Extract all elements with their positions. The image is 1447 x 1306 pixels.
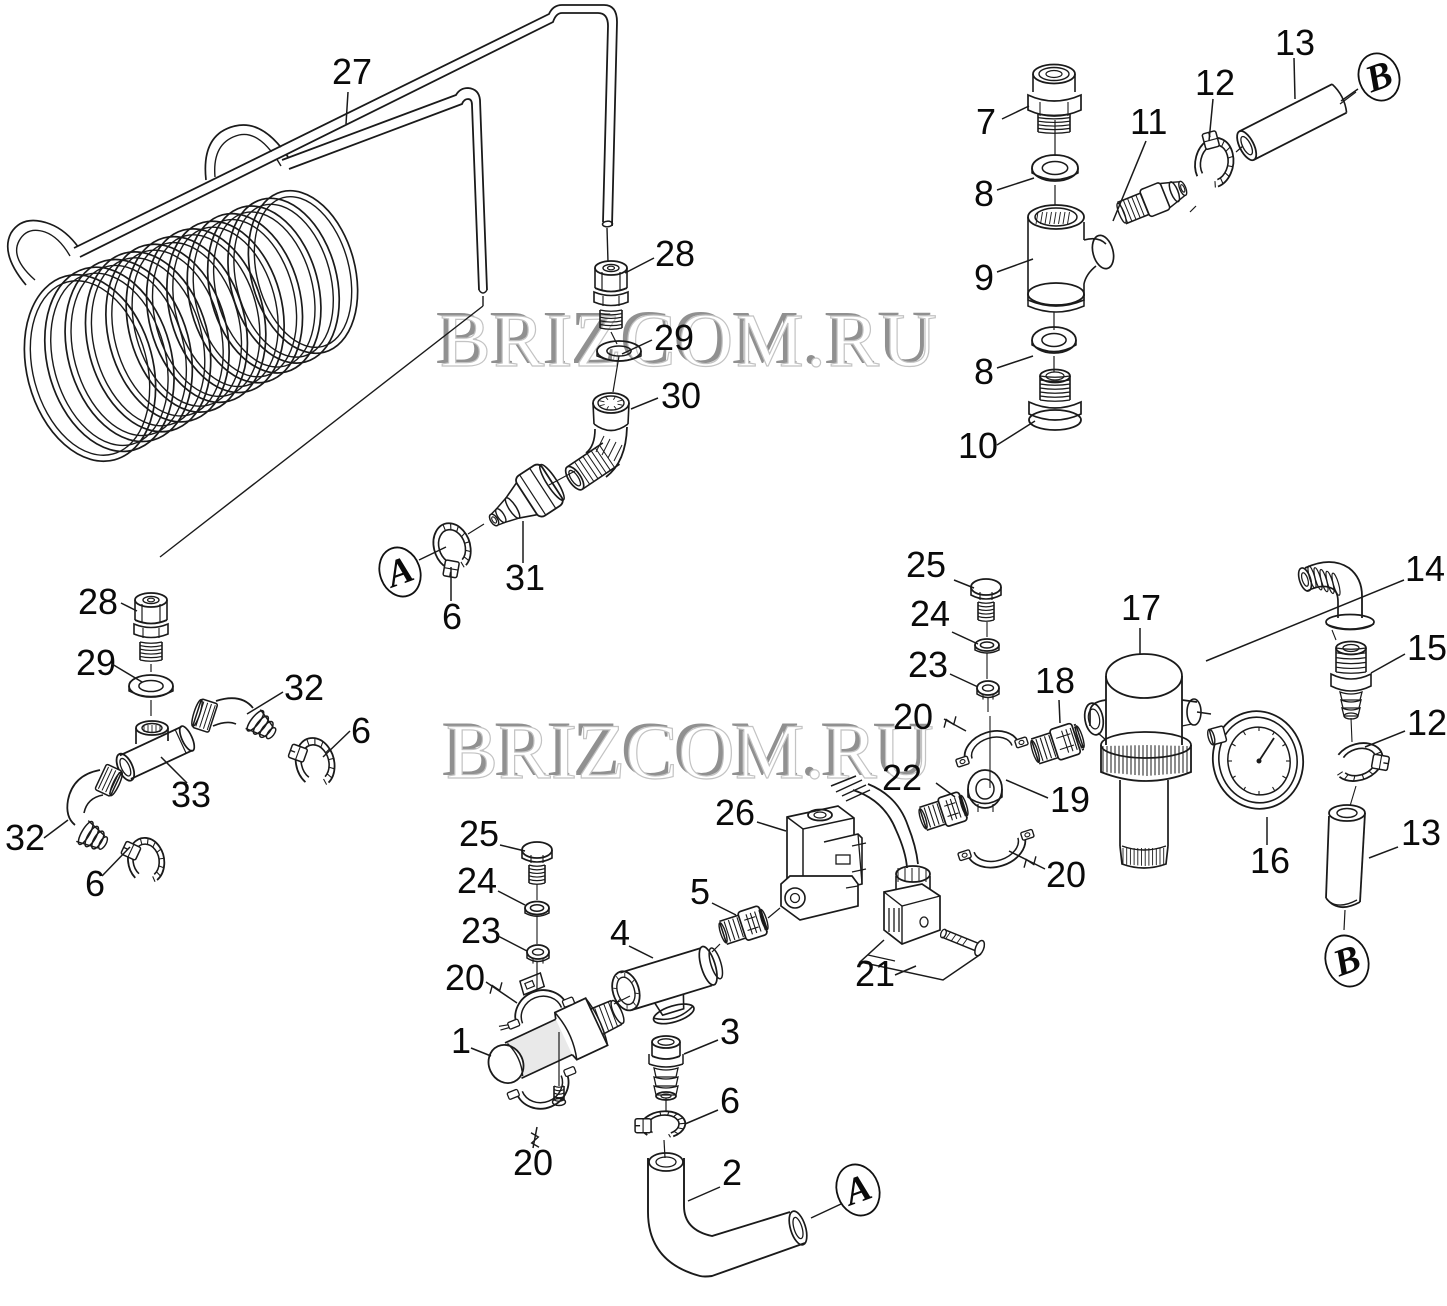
svg-text:32: 32: [5, 817, 45, 858]
svg-text:33: 33: [171, 774, 211, 815]
svg-text:BRIZCOM.RU: BRIZCOM.RU: [440, 299, 940, 383]
svg-text:3: 3: [720, 1011, 740, 1052]
svg-text:6: 6: [351, 710, 371, 751]
svg-text:10: 10: [958, 425, 998, 466]
svg-text:23: 23: [461, 910, 501, 951]
svg-text:13: 13: [1401, 812, 1441, 853]
svg-text:11: 11: [1130, 101, 1167, 142]
svg-text:8: 8: [974, 173, 994, 214]
svg-text:BRIZCOM.RU: BRIZCOM.RU: [441, 705, 929, 792]
svg-text:6: 6: [442, 596, 462, 637]
svg-text:9: 9: [974, 257, 994, 298]
svg-text:BRIZCOM.RU: BRIZCOM.RU: [435, 296, 935, 380]
svg-text:26: 26: [715, 792, 755, 833]
svg-text:12: 12: [1195, 62, 1235, 103]
svg-text:5: 5: [690, 871, 710, 912]
svg-text:27: 27: [332, 51, 372, 92]
svg-text:20: 20: [1046, 854, 1086, 895]
svg-text:29: 29: [76, 642, 116, 683]
svg-text:20: 20: [893, 696, 933, 737]
svg-text:24: 24: [910, 593, 950, 634]
svg-text:19: 19: [1050, 779, 1090, 820]
svg-text:28: 28: [78, 581, 118, 622]
svg-text:14: 14: [1405, 548, 1445, 589]
svg-text:7: 7: [976, 101, 996, 142]
svg-text:31: 31: [505, 557, 545, 598]
svg-text:BRIZCOM.RU: BRIZCOM.RU: [446, 708, 934, 795]
svg-text:6: 6: [720, 1080, 740, 1121]
svg-text:22: 22: [882, 757, 922, 798]
svg-text:13: 13: [1275, 22, 1315, 63]
svg-text:2: 2: [722, 1152, 742, 1193]
svg-text:29: 29: [654, 317, 694, 358]
svg-text:20: 20: [445, 957, 485, 998]
svg-text:6: 6: [85, 863, 105, 904]
svg-text:4: 4: [610, 912, 630, 953]
svg-text:18: 18: [1035, 660, 1075, 701]
svg-text:25: 25: [906, 544, 946, 585]
svg-text:12: 12: [1407, 702, 1447, 743]
svg-text:28: 28: [655, 233, 695, 274]
svg-text:17: 17: [1121, 587, 1161, 628]
svg-text:25: 25: [459, 813, 499, 854]
svg-text:24: 24: [457, 860, 497, 901]
svg-text:20: 20: [513, 1142, 553, 1183]
svg-text:8: 8: [974, 351, 994, 392]
svg-text:32: 32: [284, 667, 324, 708]
svg-text:30: 30: [661, 375, 701, 416]
svg-text:21: 21: [855, 953, 895, 994]
svg-text:1: 1: [451, 1020, 471, 1061]
svg-text:15: 15: [1407, 627, 1447, 668]
svg-text:16: 16: [1250, 840, 1290, 881]
svg-text:23: 23: [908, 644, 948, 685]
